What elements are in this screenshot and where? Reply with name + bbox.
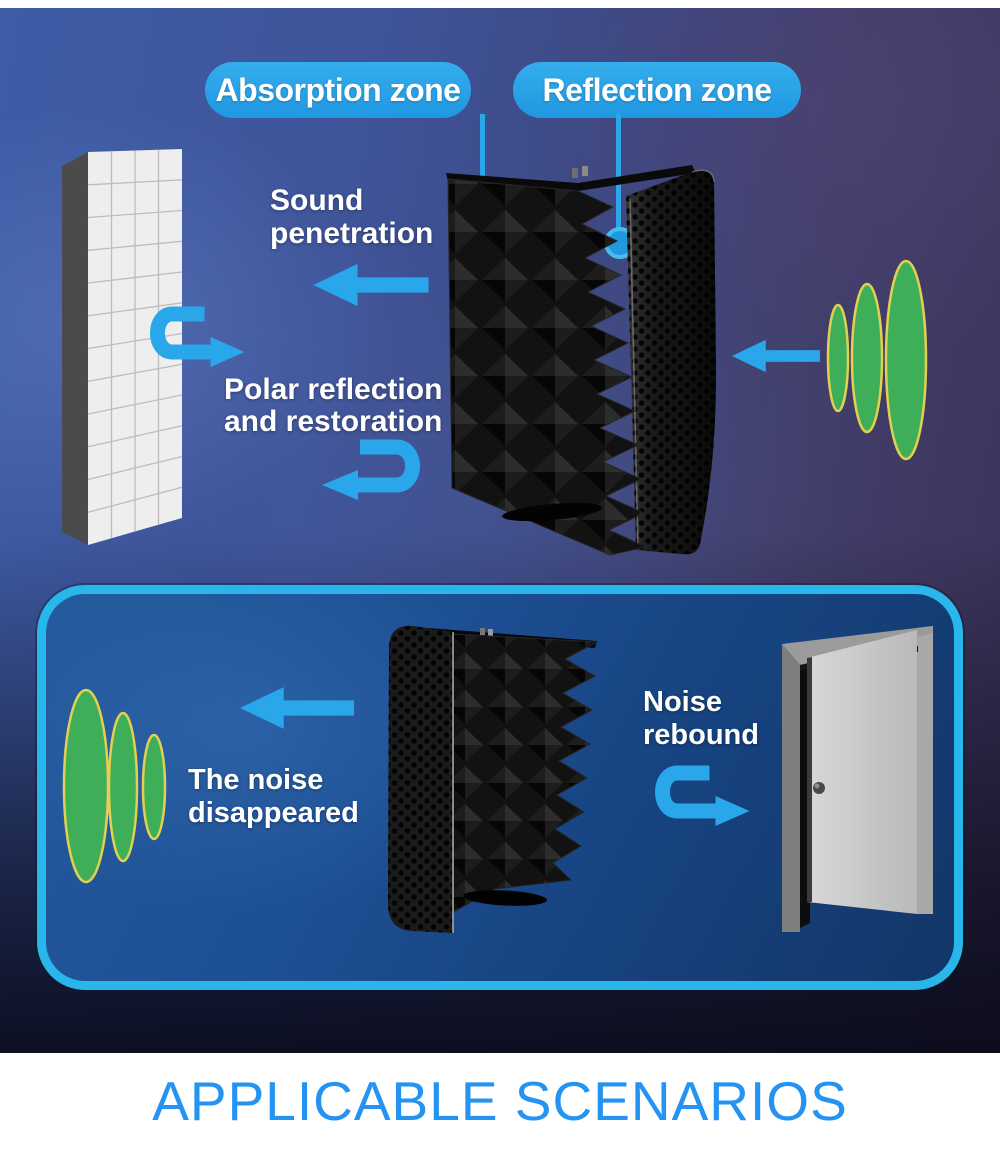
absorption-zone-label: Absorption zone — [215, 71, 461, 108]
absorption-callout-line — [480, 114, 485, 200]
u-turn-arrow-right-icon — [150, 306, 245, 367]
u-turn-arrow-left-icon — [322, 439, 420, 500]
reflection-zone-label: Reflection zone — [542, 71, 772, 108]
arrow-left-icon — [313, 263, 429, 307]
mount-screw-icon — [480, 628, 485, 635]
door-leaf-edge — [807, 657, 812, 902]
shield-mount-bracket — [502, 502, 602, 522]
mount-screw-icon — [572, 168, 578, 178]
acoustic-wall-panel — [62, 149, 183, 545]
sound-penetration-label: Sound penetration — [270, 184, 434, 250]
shield-mount-bracket — [463, 890, 547, 906]
sound-waves-left-icon — [62, 688, 167, 884]
door-frame-right-jamb — [917, 626, 933, 914]
shield-top-rim — [446, 173, 578, 191]
wall-tile-grid — [87, 149, 183, 539]
isolation-shield-bottom — [388, 625, 599, 933]
shield-foam-panel — [447, 178, 648, 556]
footer-band: APPLICABLE SCENARIOS — [0, 1053, 1000, 1173]
reflection-zone-pill: Reflection zone — [513, 62, 801, 118]
isolation-shield-top — [446, 165, 717, 556]
noise-disappeared-label: The noise disappeared — [188, 764, 359, 829]
door-knob-icon — [813, 782, 825, 794]
u-turn-arrow-right-icon — [655, 765, 750, 826]
door-leaf — [807, 630, 917, 914]
open-door-illustration — [782, 626, 933, 932]
reflection-callout-line — [616, 114, 621, 230]
noise-rebound-label: Noise rebound — [643, 686, 759, 751]
polar-reflection-label: Polar reflection and restoration — [224, 373, 443, 438]
shield-foam-panel — [452, 633, 599, 913]
arrow-left-icon — [732, 339, 820, 373]
sound-waves-right-icon — [826, 259, 928, 461]
page-heading: APPLICABLE SCENARIOS — [152, 1070, 848, 1132]
door-frame-left-jamb — [782, 644, 800, 932]
arrow-left-icon — [240, 687, 354, 729]
wall-side-edge — [62, 152, 88, 545]
absorption-zone-pill: Absorption zone — [205, 62, 471, 118]
